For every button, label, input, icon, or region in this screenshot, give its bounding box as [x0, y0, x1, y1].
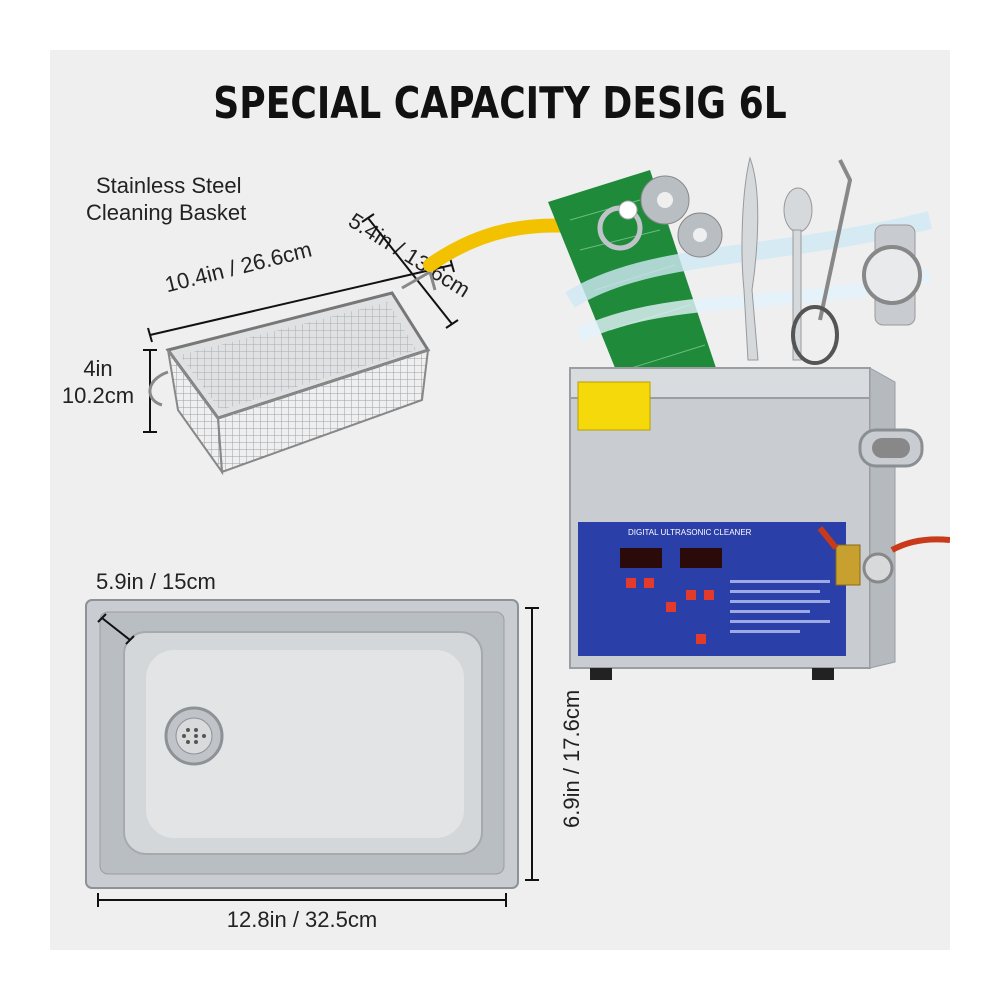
tank-width-dim: 6.9in / 17.6cm	[559, 689, 584, 828]
basket-height-line2: 10.2cm	[61, 383, 135, 408]
control-panel-label: DIGITAL ULTRASONIC CLEANER	[628, 528, 752, 537]
tank-length-dim: 12.8in / 32.5cm	[226, 907, 378, 932]
basket-caption-line1: Stainless Steel	[96, 173, 242, 198]
basket-caption-line2: Cleaning Basket	[86, 200, 247, 225]
product-panel: SPECIAL CAPACITY DESIG 6L Stainless Stee…	[50, 50, 950, 950]
basket-caption: Stainless Steel Cleaning Basket	[86, 172, 246, 226]
page-title: SPECIAL CAPACITY DESIG 6L	[213, 78, 787, 129]
tank-depth-dim: 5.9in / 15cm	[96, 569, 216, 594]
ultrasonic-cleaner-illustration	[548, 156, 950, 680]
cleaning-basket-illustration	[143, 213, 459, 476]
stainless-tank-illustration	[85, 599, 539, 907]
basket-height-line1: 4in	[83, 356, 113, 381]
basket-height-dim: 4in 10.2cm	[54, 355, 142, 409]
